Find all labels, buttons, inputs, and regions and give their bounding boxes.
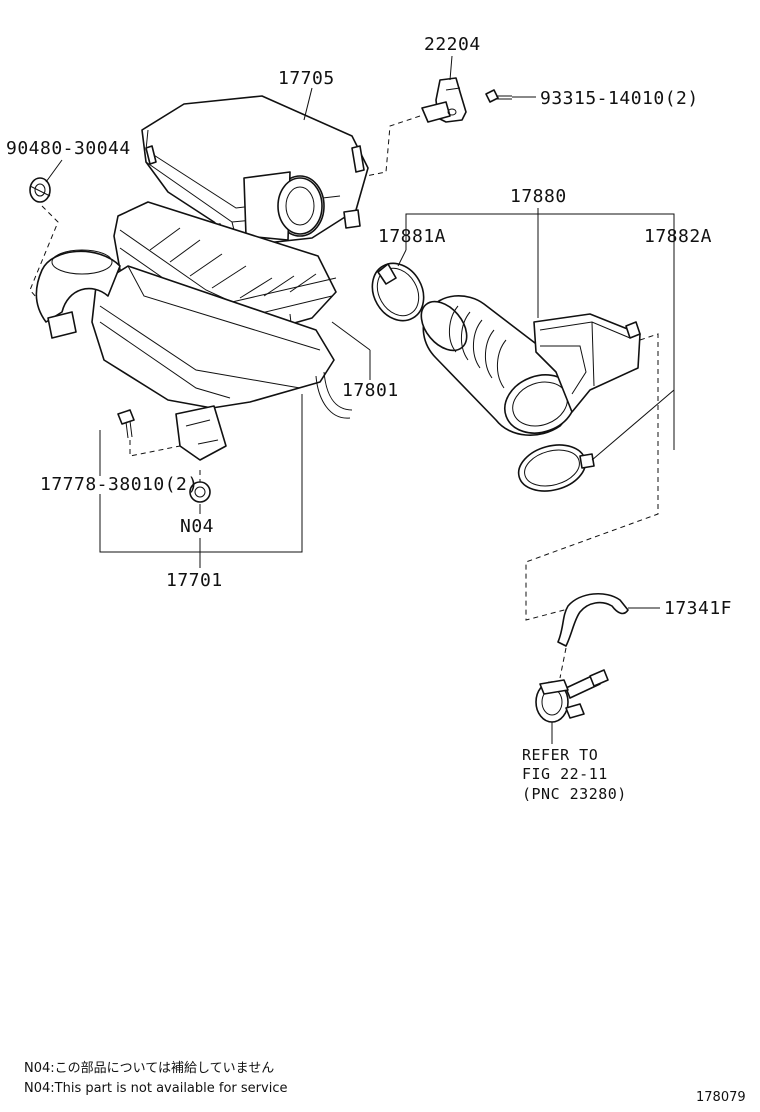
- air-cleaner-cap-17705: [141, 95, 369, 247]
- dashed-grommet-link: [29, 205, 59, 321]
- leader-17801: [331, 321, 371, 351]
- dashed-bolt-link: [129, 440, 181, 457]
- label-93315: 93315-14010(2): [540, 88, 699, 109]
- figure-id: 178079: [696, 1090, 746, 1105]
- small-hose-17341F: [557, 593, 629, 647]
- bracket-17701: [99, 394, 303, 553]
- leader-17882A: [591, 389, 675, 461]
- reference-line-1: REFER TO: [522, 746, 598, 764]
- leader-17881A: [397, 249, 407, 267]
- dashed-resonator-link: [525, 333, 659, 621]
- label-17778: 17778-38010(2): [40, 474, 199, 495]
- air-cleaner-case-17701: [35, 249, 353, 461]
- label-17882A: 17882A: [644, 226, 712, 247]
- leader-90480: [45, 159, 63, 183]
- label-17801: 17801: [342, 380, 399, 401]
- dashed-sensor-link: [355, 115, 421, 179]
- air-flow-sensor-22204: [421, 77, 467, 123]
- label-90480: 90480-30044: [6, 138, 131, 159]
- label-17705: 17705: [278, 68, 335, 89]
- label-17341F: 17341F: [664, 598, 732, 619]
- leader-17705: [303, 87, 313, 121]
- leader-22204: [449, 55, 453, 81]
- hose-clamp-17881A: [371, 262, 425, 322]
- label-17701: 17701: [166, 570, 223, 591]
- bracket-17880: [405, 213, 675, 450]
- screw-93315: [485, 89, 512, 103]
- note-english: N04:This part is not available for servi…: [24, 1081, 287, 1096]
- reference-line-3: (PNC 23280): [522, 785, 627, 803]
- dashed-hose-link: [559, 647, 567, 679]
- label-22204: 22204: [424, 34, 481, 55]
- label-17881A: 17881A: [378, 226, 446, 247]
- vacuum-valve-ref: [535, 669, 609, 723]
- grommet-90480: [29, 177, 51, 203]
- bolt-17778: [117, 409, 135, 439]
- reference-line-2: FIG 22-11: [522, 765, 608, 783]
- label-N04: N04: [180, 516, 214, 537]
- hose-clamp-17882A: [517, 444, 595, 492]
- label-17880: 17880: [510, 186, 567, 207]
- intake-hose-17880: [420, 295, 641, 436]
- note-japanese: N04:この部品については補給していません: [24, 1061, 274, 1076]
